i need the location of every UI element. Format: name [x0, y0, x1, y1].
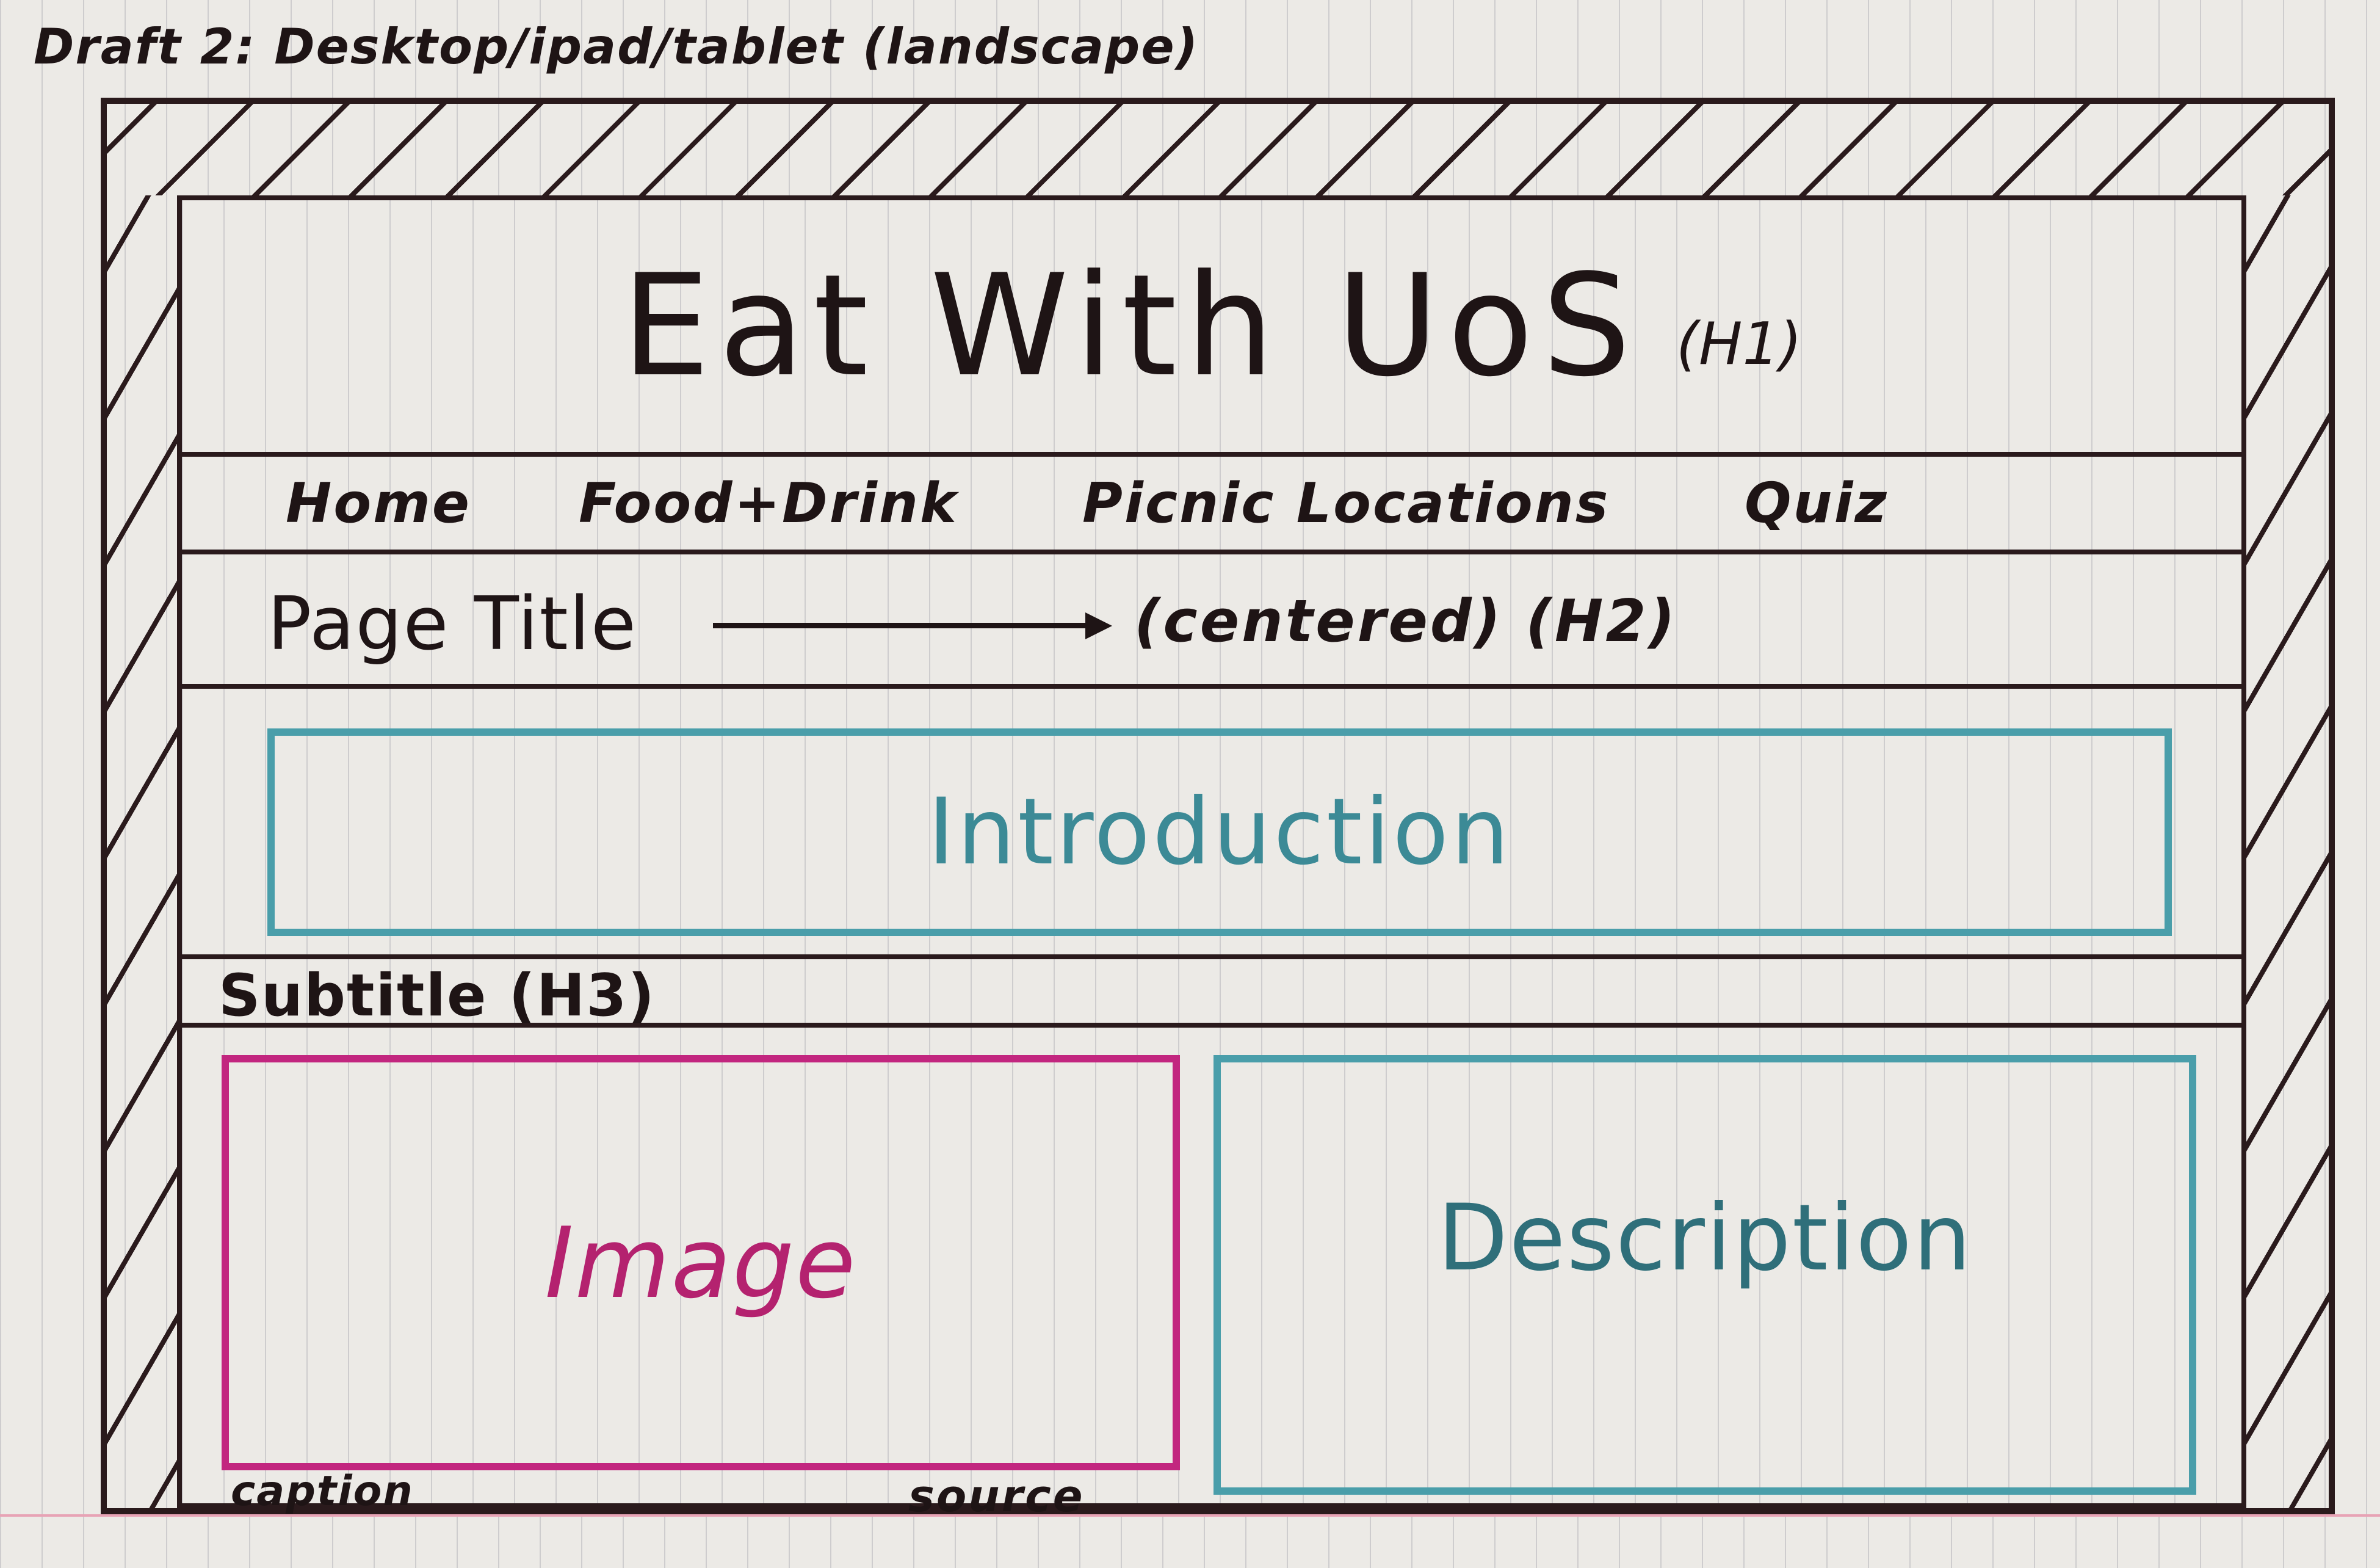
page-title-section: Page Title (centered) (H2) — [182, 554, 2241, 689]
page-title-note: (centered) (H2) — [1134, 588, 1677, 655]
hatched-top-margin — [107, 104, 2329, 195]
source-label: source — [908, 1470, 1085, 1522]
sheet-heading: Draft 2: Desktop/ipad/tablet (landscape) — [34, 18, 1199, 75]
page-title: Page Title — [267, 582, 637, 667]
arrow-head-icon — [1085, 612, 1112, 639]
paper-margin-line — [0, 1514, 2380, 1517]
hatched-right-margin — [2246, 195, 2329, 1508]
page-wireframe: Eat With UoS (H1) Home Food+Drink Picnic… — [177, 195, 2246, 1522]
arrow-line — [713, 623, 1091, 628]
subtitle-label: Subtitle (H3) — [219, 962, 656, 1029]
browser-frame — [101, 98, 2335, 1514]
image-label: Image — [544, 1205, 857, 1320]
caption-label: caption — [231, 1467, 414, 1515]
nav-item-picnic-locations[interactable]: Picnic Locations — [1082, 471, 1610, 535]
nav-item-quiz[interactable]: Quiz — [1745, 471, 1889, 535]
nav-item-food-drink[interactable]: Food+Drink — [579, 471, 958, 535]
nav-item-home[interactable]: Home — [286, 471, 471, 535]
header-section: Eat With UoS (H1) — [182, 200, 2241, 457]
introduction-box: Introduction — [267, 728, 2172, 936]
introduction-label: Introduction — [927, 779, 1512, 885]
nav-bar: Home Food+Drink Picnic Locations Quiz — [182, 457, 2241, 554]
image-box: Image — [222, 1055, 1180, 1470]
description-label: Description — [1437, 1185, 1973, 1291]
site-title-tag: (H1) — [1676, 311, 1802, 378]
hatched-left-margin — [107, 195, 177, 1508]
subtitle-section: Subtitle (H3) — [182, 954, 2241, 1029]
site-title: Eat With UoS — [621, 244, 1640, 408]
description-box: Description — [1214, 1055, 2196, 1495]
